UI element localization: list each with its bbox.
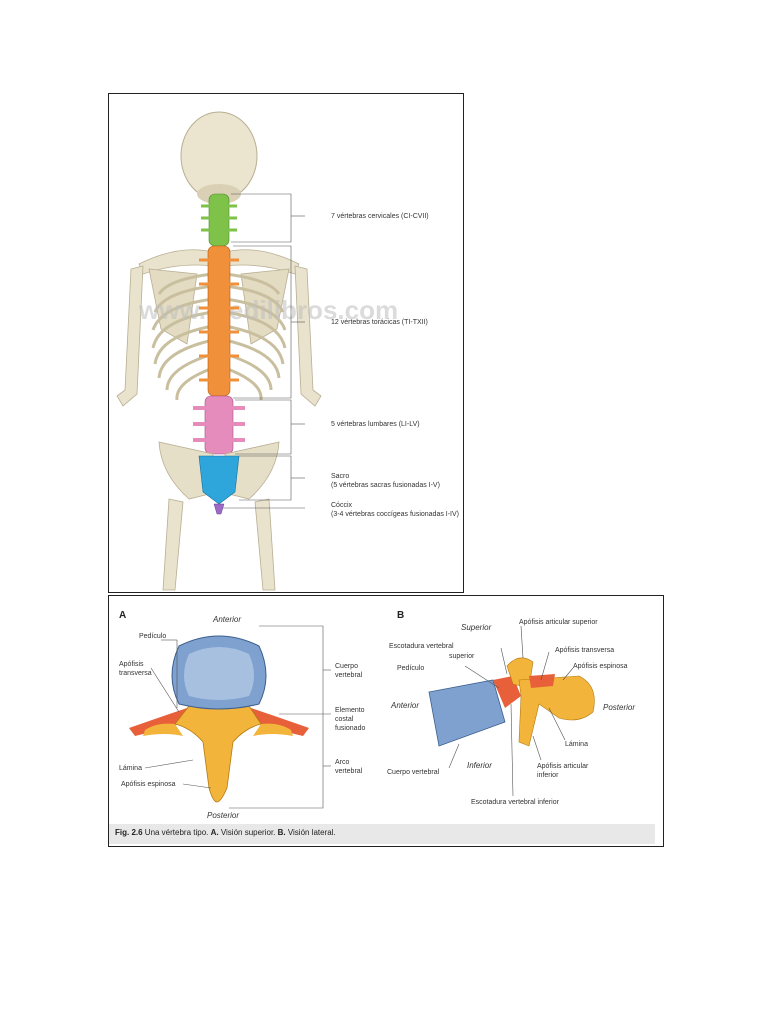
caption-bar: Fig. 2.6 Una vértebra tipo. A. Visión su… bbox=[109, 824, 655, 844]
label-a-arco-2: vertebral bbox=[335, 768, 363, 775]
coccyx bbox=[214, 504, 224, 514]
label-a-transversa-2: transversa bbox=[119, 670, 152, 677]
label-b-transversa: Apófisis transversa bbox=[555, 647, 614, 654]
label-b-art-superior: Apófisis articular superior bbox=[519, 619, 598, 626]
panel-b-posterior: Posterior bbox=[603, 703, 635, 712]
label-thoracic: 12 vértebras torácicas (TI-TXII) bbox=[331, 319, 428, 326]
panel-a-posterior: Posterior bbox=[207, 811, 239, 820]
vertebral-body-lateral bbox=[429, 680, 505, 746]
skeleton-panel: www.medilibros.com bbox=[108, 93, 464, 593]
label-a-costal-3: fusionado bbox=[335, 725, 365, 732]
caption-text: Una vértebra tipo. bbox=[143, 828, 211, 837]
label-b-art-inferior-2: inferior bbox=[537, 772, 559, 779]
humerus-right bbox=[295, 266, 321, 406]
panel-a-anterior: Anterior bbox=[212, 615, 241, 624]
label-a-cuerpo-2: vertebral bbox=[335, 672, 363, 679]
label-b-lamina: Lámina bbox=[565, 741, 588, 748]
label-b-escotadura-sup-2: superior bbox=[449, 653, 475, 660]
label-coccyx-title: Cóccix bbox=[331, 502, 353, 509]
panel-a-letter: A bbox=[119, 610, 126, 621]
label-a-arco-1: Arco bbox=[335, 759, 350, 766]
label-a-espinosa: Apófisis espinosa bbox=[121, 781, 176, 788]
caption-b-text: Visión lateral. bbox=[286, 828, 336, 837]
label-lumbar: 5 vértebras lumbares (LI-LV) bbox=[331, 421, 420, 428]
label-a-transversa-1: Apófisis bbox=[119, 661, 144, 668]
vertebra-panel: A Anterior Pedículo Apófisis transversa … bbox=[108, 595, 664, 847]
label-a-pediculo: Pedículo bbox=[139, 633, 166, 640]
vertebra-illustration: A Anterior Pedículo Apófisis transversa … bbox=[109, 596, 663, 824]
panel-b-superior: Superior bbox=[461, 623, 492, 632]
lumbar-vertebrae bbox=[193, 396, 245, 454]
label-a-costal-1: Elemento bbox=[335, 707, 365, 714]
caption-b-letter: B. bbox=[278, 828, 286, 837]
label-a-costal-2: costal bbox=[335, 716, 354, 723]
label-cervical: 7 vértebras cervicales (CI-CVII) bbox=[331, 213, 429, 220]
label-sacrum-title: Sacro bbox=[331, 473, 349, 480]
label-a-lamina: Lámina bbox=[119, 765, 142, 772]
label-coccyx-detail: (3-4 vértebras coccígeas fusionadas I-IV… bbox=[331, 511, 459, 518]
label-b-art-inferior-1: Apófisis articular bbox=[537, 763, 589, 770]
label-sacrum-detail: (5 vértebras sacras fusionadas I-V) bbox=[331, 482, 440, 489]
figure-caption: Fig. 2.6 Una vértebra tipo. A. Visión su… bbox=[115, 828, 336, 837]
femur-left bbox=[163, 499, 183, 590]
label-a-cuerpo-1: Cuerpo bbox=[335, 663, 358, 670]
caption-a-letter: A. bbox=[211, 828, 219, 837]
vertebral-body-inner bbox=[184, 647, 254, 700]
femur-right bbox=[255, 499, 275, 590]
caption-a-text: Visión superior. bbox=[219, 828, 278, 837]
sacrum bbox=[199, 456, 239, 504]
spinous-process-lateral bbox=[519, 676, 594, 746]
label-b-espinosa: Apófisis espinosa bbox=[573, 663, 628, 670]
humerus-left bbox=[117, 266, 143, 406]
skeleton-illustration: www.medilibros.com bbox=[109, 94, 463, 592]
label-b-escotadura-sup-1: Escotadura vertebral bbox=[389, 643, 454, 650]
panel-b-letter: B bbox=[397, 610, 404, 621]
vertebral-arch bbox=[175, 706, 261, 802]
panel-b-anterior: Anterior bbox=[390, 701, 419, 710]
caption-number: Fig. 2.6 bbox=[115, 828, 143, 837]
label-b-pediculo: Pedículo bbox=[397, 665, 424, 672]
label-b-escotadura-inf: Escotadura vertebral inferior bbox=[471, 799, 560, 806]
label-b-cuerpo: Cuerpo vertebral bbox=[387, 769, 440, 776]
panel-b-inferior: Inferior bbox=[467, 761, 492, 770]
